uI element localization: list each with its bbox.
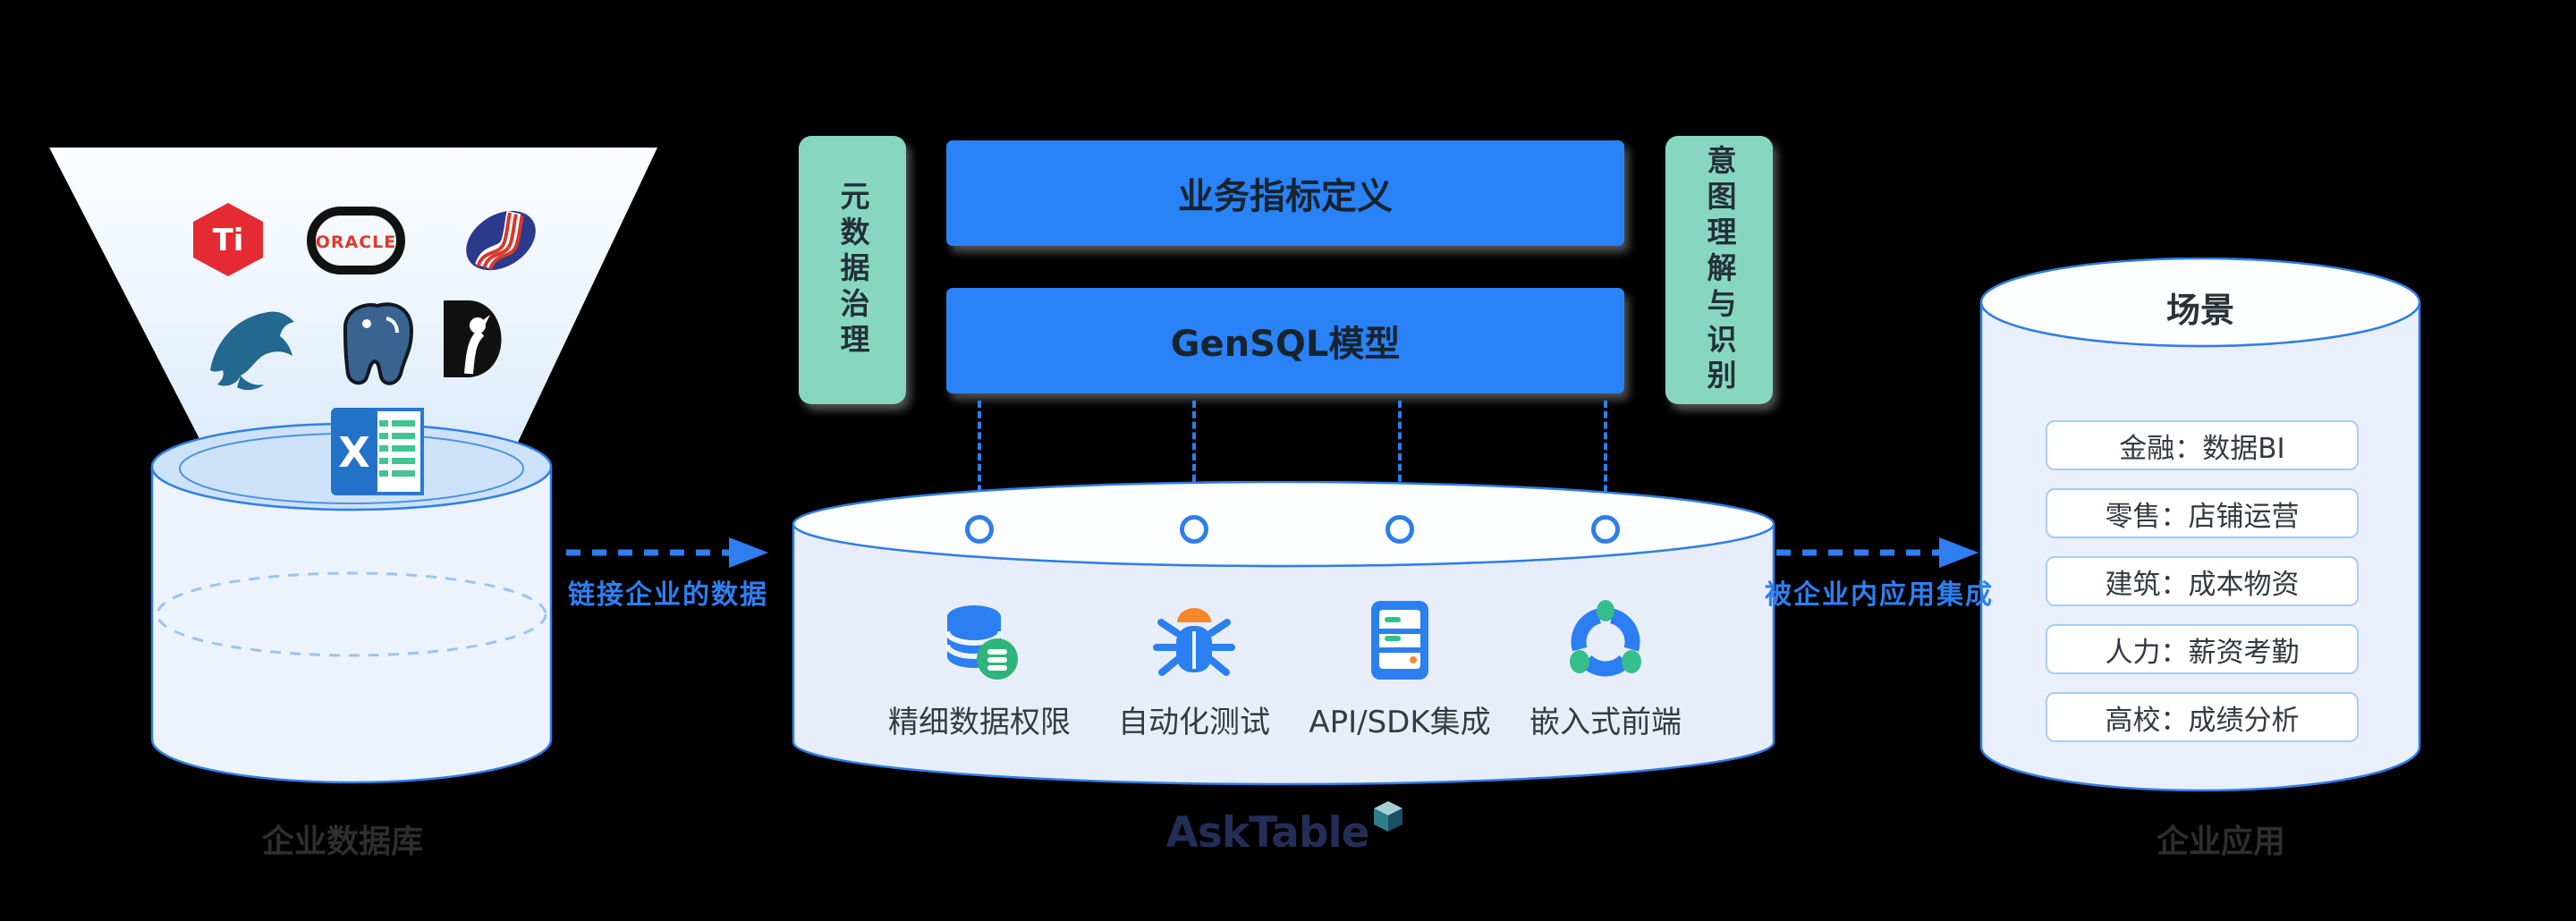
oracle-logo: ORACLE (307, 207, 405, 275)
connector-dash-3 (1398, 401, 1402, 513)
port-ring-4 (1591, 515, 1620, 544)
brand-logo: AskTable (1145, 801, 1426, 860)
port-ring-2 (1180, 515, 1208, 544)
brand-name: AskTable (1165, 808, 1370, 858)
capability-label-testing: 自动化测试 (1118, 705, 1270, 740)
business-metric-box: 业务指标定义 (946, 140, 1624, 246)
connector-dash-4 (1604, 401, 1607, 513)
tidb-text: Ti (213, 223, 244, 258)
tidb-logo: Ti (193, 203, 263, 276)
mysql-logo (210, 311, 294, 390)
embed-frontend-icon (1570, 600, 1641, 677)
connector-dash-2 (1192, 401, 1196, 513)
integrate-arrow (1776, 537, 1979, 568)
brand-cube-icon (1374, 801, 1403, 832)
gensql-model-box: GenSQL模型 (946, 288, 1624, 393)
scenario-item-university: 高校：成绩分析 (2046, 692, 2359, 742)
scenarios-caption: 企业应用 (2156, 824, 2285, 860)
sources-caption: 企业数据库 (261, 824, 423, 860)
scenario-item-construction: 建筑：成本物资 (2046, 556, 2359, 606)
scenario-item-finance: 金融：数据BI (2046, 420, 2359, 470)
port-ring-1 (965, 515, 994, 544)
connector-dash-1 (978, 401, 981, 513)
swirl-database-logo (466, 210, 536, 271)
intent-recognition-label: 意图理解与识别 (1702, 145, 1737, 395)
enterprise-database-cylinder (150, 422, 553, 784)
platform-cylinder (792, 481, 1775, 786)
excel-x-text: X (338, 428, 369, 477)
integrate-arrow-label: 被企业内应用集成 (1765, 579, 1994, 611)
excel-logo: X (331, 408, 424, 495)
metadata-governance-pillar: 元数据治理 (799, 136, 906, 404)
connect-arrow (566, 537, 768, 568)
capability-label-embed: 嵌入式前端 (1530, 705, 1682, 740)
scenario-item-hr: 人力：薪资考勤 (2046, 624, 2359, 674)
capability-label-permission: 精细数据权限 (888, 705, 1071, 740)
scenario-item-retail: 零售：店铺运营 (2046, 488, 2359, 538)
polardb-logo (444, 300, 502, 377)
fine-grained-permission-icon (945, 605, 1018, 680)
oracle-text: ORACLE (316, 232, 397, 252)
port-ring-3 (1385, 515, 1414, 544)
metadata-governance-label: 元数据治理 (835, 181, 870, 359)
server-icon (1371, 601, 1428, 680)
intent-recognition-pillar: 意图理解与识别 (1665, 136, 1773, 404)
postgresql-logo (343, 302, 414, 385)
connect-arrow-label: 链接企业的数据 (568, 579, 768, 611)
scenarios-title: 场景 (2165, 291, 2234, 330)
capability-label-api-sdk: API/SDK集成 (1309, 705, 1491, 740)
bug-icon (1153, 608, 1235, 676)
